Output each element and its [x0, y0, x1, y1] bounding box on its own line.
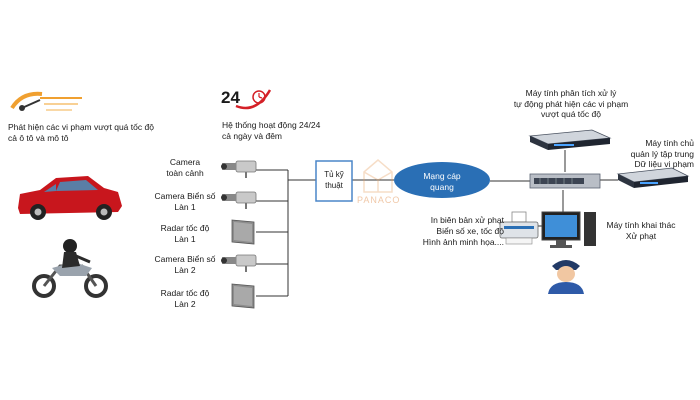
cabinet-label: Tủ kỹ thuật: [316, 170, 352, 191]
device-label-camera-lane2: Camera Biển số Làn 2: [150, 254, 220, 275]
camera-panorama-icon: [221, 160, 257, 178]
server2-label-line2: quản lý tập trung: [630, 148, 694, 159]
device-label-line2: Làn 2: [174, 298, 196, 309]
device-label-line1: Camera Biển số: [154, 254, 216, 264]
device-label-line1: Radar tốc độ: [160, 223, 210, 233]
print-label-line3: Hình ảnh minh họa....: [422, 237, 504, 247]
server1-label-line3: vượt quá tốc độ: [541, 109, 601, 119]
server-analysis-label: Máy tính phân tích xử lý tự động phát hi…: [496, 88, 646, 120]
device-label-radar-lane2: Radar tốc độ Làn 2: [150, 288, 220, 309]
device-label-line2: Làn 1: [174, 201, 196, 212]
print-label-line1: In biên bản xử phạt: [430, 215, 504, 225]
device-label-line1: Radar tốc độ: [160, 288, 210, 298]
motorbike-icon: [32, 239, 108, 298]
network-label: Mạng cáp quang: [402, 171, 482, 192]
watermark-text: PANACO: [357, 195, 401, 205]
speed-label-line2: cả ô tô và mô tô: [8, 132, 69, 143]
workstation-icon: [541, 211, 596, 248]
server2-label-line3: Dữ liệu vi phạm: [634, 159, 694, 169]
speed-detection-label: Phát hiện các vi phạm vượt quá tốc độ cả…: [8, 122, 228, 143]
speedometer-icon: [10, 91, 82, 111]
operation-hours-label: Hệ thống hoạt động 24/24 cả ngày và đêm: [222, 120, 392, 141]
device-label-line1: Camera: [169, 157, 201, 167]
technical-cabinet: [315, 160, 353, 202]
radar-lane2-icon: [231, 283, 255, 309]
car-icon: [18, 176, 122, 220]
device-label-line2: Làn 1: [174, 233, 196, 244]
camera-lane2-icon: [221, 254, 257, 272]
workstation-label: Máy tính khai thác Xử phạt: [596, 220, 686, 241]
workstation-label-line1: Máy tính khai thác: [606, 220, 676, 230]
server2-label-line1: Máy tính chủ: [645, 138, 694, 148]
workstation-label-line2: Xử phạt: [625, 230, 657, 241]
server-central-icon: [616, 167, 690, 188]
cabinet-label-line1: Tủ kỹ: [324, 170, 344, 179]
network-label-line2: quang: [430, 181, 454, 192]
server-central-label: Máy tính chủ quản lý tập trung Dữ liệu v…: [610, 138, 694, 170]
server1-label-line1: Máy tính phân tích xử lý: [525, 88, 617, 98]
server-analysis-icon: [528, 129, 612, 150]
device-label-camera-lane1: Camera Biển số Làn 1: [150, 191, 220, 212]
print-label-line2: Biển số xe, tốc độ: [436, 226, 504, 236]
network-switch-icon: [529, 173, 601, 189]
device-label-line2: toàn cảnh: [166, 167, 204, 178]
fiber-network-cloud: [394, 162, 490, 198]
officer-icon: [548, 260, 584, 294]
cabinet-label-line2: thuật: [325, 180, 343, 190]
device-label-line2: Làn 2: [174, 264, 196, 275]
logo-24: 24: [221, 88, 240, 107]
ops-label-line1: Hệ thống hoạt động 24/24: [222, 120, 321, 130]
ops-label-line2: cả ngày và đêm: [222, 130, 283, 141]
speed-label-line1: Phát hiện các vi phạm vượt quá tốc độ: [8, 122, 154, 132]
watermark-logo: [363, 159, 393, 193]
device-label-radar-lane1: Radar tốc độ Làn 1: [150, 223, 220, 244]
printer-icon: [499, 211, 539, 245]
radar-lane1-icon: [231, 219, 255, 245]
server1-label-line2: tự động phát hiện các vi phạm: [513, 98, 629, 109]
camera-lane1-icon: [221, 191, 257, 209]
device-label-camera-panorama: Camera toàn cảnh: [150, 157, 220, 178]
device-label-line1: Camera Biển số: [154, 191, 216, 201]
network-label-line1: Mạng cáp: [423, 171, 461, 181]
print-label: In biên bản xử phạt Biển số xe, tốc độ H…: [400, 215, 504, 248]
clock-24-icon: [235, 89, 272, 110]
